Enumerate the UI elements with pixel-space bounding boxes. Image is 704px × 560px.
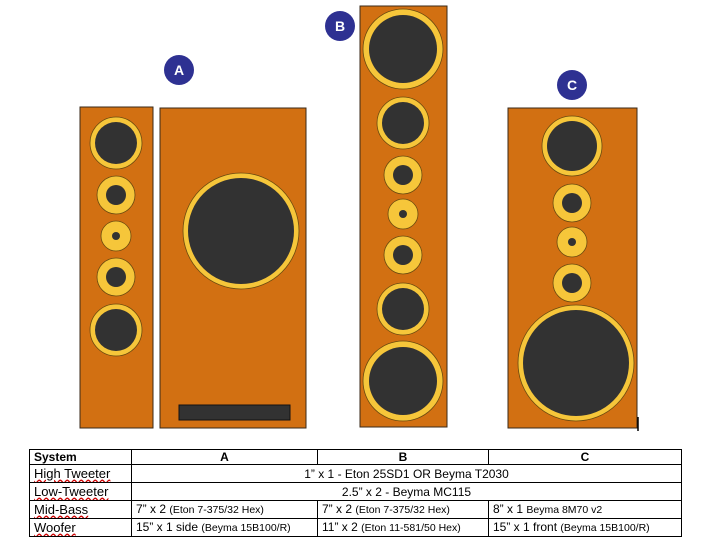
woofer-b: 11” x 2 (Eton 11-581/50 Hex) [317,518,489,537]
badge-c: C [557,70,587,100]
driver-cone [568,238,576,246]
woofer-b-driver-3 [376,282,430,336]
row-label: Woofer [29,518,132,537]
driver-cone [393,245,413,265]
driver-cone [95,309,137,351]
header-system: System [29,449,132,465]
table-row-low-tweeter: Low-Tweeter 2.5” x 2 - Beyma MC115 [29,482,682,501]
cell-detail: (Eton 7-375/32 Hex) [355,504,450,516]
driver-cone [369,347,437,415]
badge-label: A [174,62,184,78]
badge-circle [557,70,587,100]
table-row-mid-bass: Mid-Bass 7” x 2 (Eton 7-375/32 Hex) 7” x… [29,500,682,519]
spec-table: System A B C High Tweeter 1” x 1 - Eton … [29,449,682,537]
badge-a: A [164,55,194,85]
table-row-high-tweeter: High Tweeter 1” x 1 - Eton 25SD1 OR Beym… [29,464,682,483]
tweeter-a-driver-3 [96,257,136,297]
driver-cone [106,185,126,205]
woofer-b-driver-2 [376,96,430,150]
header-a: A [131,449,318,465]
header-c: C [488,449,682,465]
driver-cone [95,122,137,164]
header-b: B [317,449,489,465]
mid-bass-b: 7” x 2 (Eton 7-375/32 Hex) [317,500,489,519]
driver-cone [188,178,294,284]
row-label: Mid-Bass [29,500,132,519]
driver-cone [106,267,126,287]
cell-main: 8” x 1 [493,502,527,516]
tweeter-c-driver-2 [556,226,588,258]
woofer-a: 15” x 1 side (Beyma 15B100/R) [131,518,318,537]
cell-detail: (Beyma 15B100/R) [560,522,650,534]
cell-detail: Beyma 8M70 v2 [526,504,603,516]
woofer-c: 15” x 1 front (Beyma 15B100/R) [488,518,682,537]
driver-cone [112,232,120,240]
table-row-woofer: Woofer 15” x 1 side (Beyma 15B100/R) 11”… [29,518,682,537]
tweeter-b-driver-2 [387,198,419,230]
cell-main: 15” x 1 side [136,520,202,534]
driver-cone [562,273,582,293]
driver-cone [382,288,424,330]
cell-detail: (Beyma 15B100/R) [201,522,291,534]
cell-main: 7” x 2 [322,502,356,516]
cell-main: 15” x 1 front [493,520,561,534]
woofer-b-driver-1 [362,8,444,90]
cell-main: 11” x 2 [322,520,362,534]
tweeter-c-driver-3 [552,263,592,303]
driver-cone [382,102,424,144]
mid-bass-c: 8” x 1 Beyma 8M70 v2 [488,500,682,519]
tweeter-b-driver-1 [383,155,423,195]
woofer-a-driver-2 [89,303,143,357]
row-label: High Tweeter [29,464,132,483]
speaker-diagram: A B C [79,5,639,431]
tweeter-a-driver-2 [100,220,132,252]
driver-cone [562,193,582,213]
badge-circle [164,55,194,85]
driver-cone [369,15,437,83]
tweeter-b-driver-3 [383,235,423,275]
badge-b: B [325,11,355,41]
bass-port [178,404,291,421]
tweeter-a-driver-1 [96,175,136,215]
row-label: Low-Tweeter [29,482,132,501]
driver-cone [399,210,407,218]
mid-bass-a: 7” x 2 (Eton 7-375/32 Hex) [131,500,318,519]
tweeter-c-driver-1 [552,183,592,223]
badge-circle [325,11,355,41]
badge-label: C [567,77,577,93]
cell-detail: (Eton 11-581/50 Hex) [361,522,461,534]
woofer-b-driver-4 [362,340,444,422]
driver-cone [523,310,629,416]
woofer-a-driver-1 [89,116,143,170]
badge-label: B [335,18,345,34]
woofer-c-driver-2 [517,304,635,422]
cell-main: 7” x 2 [136,502,170,516]
high-tweeter-spec: 1” x 1 - Eton 25SD1 OR Beyma T2030 [131,464,682,483]
driver-cone [393,165,413,185]
cell-detail: (Eton 7-375/32 Hex) [169,504,264,516]
driver-cone [547,121,597,171]
woofer-a-driver-3 [182,172,300,290]
woofer-c-driver-1 [541,115,603,177]
low-tweeter-spec: 2.5” x 2 - Beyma MC115 [131,482,682,501]
table-header-row: System A B C [29,449,682,465]
